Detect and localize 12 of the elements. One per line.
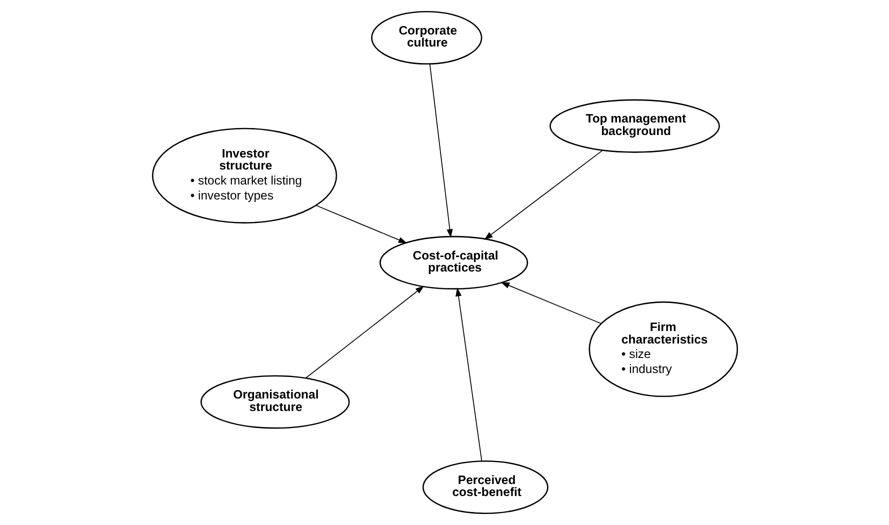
arrow [455,287,482,462]
node-ellipse: Firm characteristics • size • industry [588,301,738,398]
arrow [315,204,407,244]
arrow [500,282,601,324]
node-ellipse: Corporate culture [370,10,482,65]
node-ellipse: Top management background [549,99,720,153]
node-ellipse: Investor structure • stock market listing • investor types [151,128,337,224]
node-ellipse: Organisational structure [200,375,350,429]
arrow [428,63,452,238]
arrow [484,150,603,240]
node-ellipse: Perceived cost-benefit [422,460,548,514]
arrow [304,286,424,378]
